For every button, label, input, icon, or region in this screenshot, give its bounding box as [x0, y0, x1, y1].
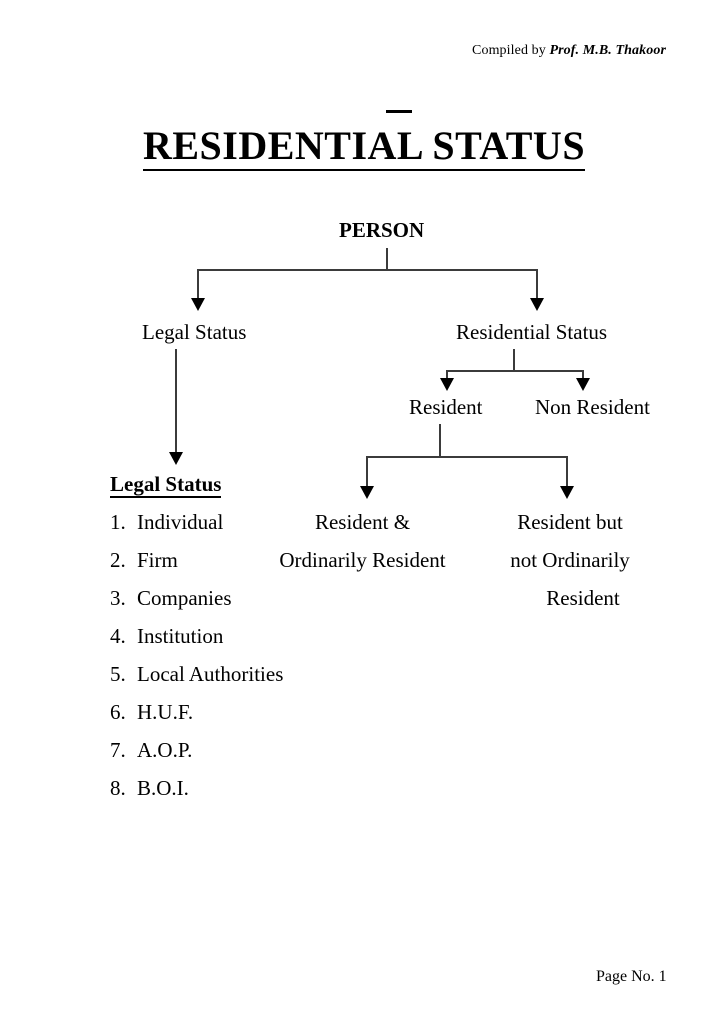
list-item-number: 1. — [110, 510, 126, 534]
arrowhead-to-resident-and-ordinarily-resident — [360, 486, 374, 499]
connector-split-2-bar — [447, 370, 584, 372]
arrowhead-to-resident — [440, 378, 454, 391]
list-item: 1. Individual — [110, 510, 390, 548]
connector-split-2-left-drop — [446, 370, 448, 381]
list-item: 6. H.U.F. — [110, 700, 390, 738]
list-item: 7. A.O.P. — [110, 738, 390, 776]
footer-page-number: Page No. 1 — [596, 968, 667, 985]
list-item: 4. Institution — [110, 624, 390, 662]
list-item: 2. Firm — [110, 548, 390, 586]
connector-split-3-right-drop — [566, 456, 568, 489]
diagram-node-non-resident: Non Resident — [535, 395, 650, 419]
diagram-node-resident: Resident — [409, 395, 483, 419]
list-item-label: Companies — [137, 586, 232, 610]
leaf-line: Ordinarily Resident — [279, 548, 446, 572]
page-title: RESIDENTIAL STATUS — [0, 122, 728, 171]
list-item: 8. B.O.I. — [110, 776, 390, 814]
connector-split-1-bar — [198, 269, 538, 271]
header-credit-prefix: Compiled by — [472, 43, 550, 58]
list-item-number: 8. — [110, 776, 126, 800]
header-credit-name: Prof. M.B. Thakoor — [549, 43, 666, 58]
diagram-leaf-resident-ordinarily-resident: Resident & Ordinarily Resident — [255, 510, 470, 586]
diagram-leaf-resident-not-ordinarily-resident: Resident but not Ordinarily Resident — [470, 510, 670, 624]
connector-split-1-left-drop — [197, 269, 199, 301]
leaf-line: not Ordinarily — [510, 548, 630, 572]
connector-split-1-right-drop — [536, 269, 538, 301]
list-item-label: A.O.P. — [137, 738, 193, 762]
leaf-line: Resident & — [314, 510, 411, 534]
list-item-label: Institution — [137, 624, 224, 648]
diagram-node-legal-status: Legal Status — [142, 320, 247, 344]
connector-resident-stem — [439, 424, 441, 457]
list-item-number: 3. — [110, 586, 126, 610]
list-item-label: Firm — [137, 548, 178, 572]
list-item-label: H.U.F. — [137, 700, 194, 724]
list-item: 5. Local Authorities — [110, 662, 390, 700]
arrowhead-to-legal-status — [191, 298, 205, 311]
arrowhead-to-residential-status — [530, 298, 544, 311]
list-item-label: B.O.I. — [137, 776, 189, 800]
list-item-number: 2. — [110, 548, 126, 572]
title-dash-mark — [386, 110, 412, 113]
arrowhead-to-resident-but-not-ordinarily-resident — [560, 486, 574, 499]
list-item-label: Individual — [137, 510, 224, 534]
list-item: 3. Companies — [110, 586, 390, 624]
diagram-node-residential-status: Residential Status — [456, 320, 608, 344]
page-title-text: RESIDENTIAL STATUS — [142, 123, 586, 171]
list-item-label: Local Authorities — [137, 662, 284, 686]
connector-split-3-left-drop — [366, 456, 368, 489]
connector-split-3-bar — [367, 456, 567, 458]
diagram-node-person: PERSON — [339, 218, 425, 242]
legal-status-list: 1. Individual 2. Firm 3. Companies 4. In… — [110, 510, 390, 814]
connector-legal-status-long-stem — [175, 349, 177, 455]
list-item-number: 4. — [110, 624, 126, 648]
header-credit: Compiled by Prof. M.B. Thakoor — [472, 43, 666, 59]
connector-split-2-right-drop — [582, 370, 584, 381]
list-item-number: 5. — [110, 662, 126, 686]
leaf-line: Resident but — [517, 510, 623, 534]
legal-status-heading: Legal Status — [110, 472, 222, 498]
leaf-line: Resident — [546, 586, 620, 610]
list-item-number: 7. — [110, 738, 126, 762]
arrowhead-to-non-resident — [576, 378, 590, 391]
connector-root-stem — [386, 248, 388, 270]
arrowhead-to-legal-status-heading — [169, 452, 183, 465]
legal-status-heading-text: Legal Status — [110, 472, 222, 498]
list-item-number: 6. — [110, 700, 126, 724]
connector-residential-stem — [513, 349, 515, 371]
